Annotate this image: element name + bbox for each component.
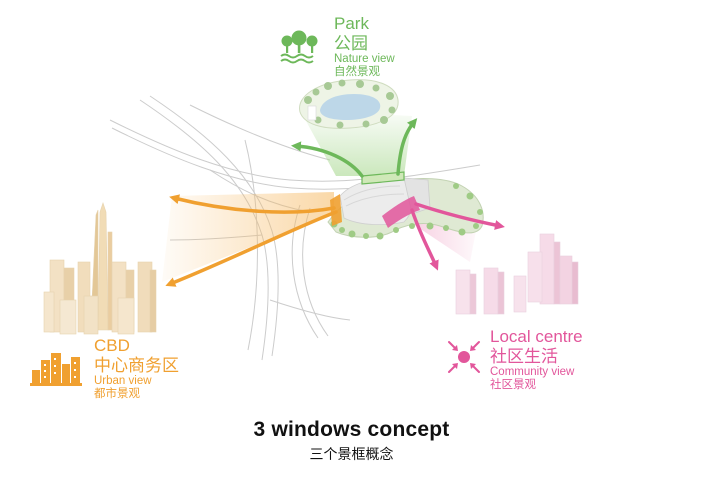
nature-view-arrows: [291, 118, 418, 178]
tree-icon: [280, 30, 318, 64]
local-centre-label: Local centre 社区生活 Community view 社区景观: [490, 327, 583, 393]
local-title-cn: 社区生活: [490, 346, 558, 366]
park-label: Park 公园 Nature view 自然景观: [334, 14, 395, 80]
cbd-label: CBD 中心商务区 Urban view 都市景观: [94, 336, 179, 402]
cbd-towers: [43, 202, 157, 335]
cbd-view-cn: 都市景观: [94, 388, 140, 401]
park-view-en: Nature view: [334, 53, 395, 66]
diagram-caption: 3 windows concept 三个景框概念: [0, 418, 703, 464]
community-arrows-icon: [448, 341, 480, 373]
caption-title-cn: 三个景框概念: [309, 446, 394, 462]
central-site: [327, 171, 484, 240]
local-title-en: Local centre: [490, 327, 583, 346]
local-view-en: Community view: [490, 366, 575, 379]
park-title-cn: 公园: [334, 33, 368, 53]
park-pond: [299, 79, 399, 129]
skyline-icon: [30, 353, 82, 386]
park-view-cn: 自然景观: [334, 66, 380, 79]
local-view-cn: 社区景观: [490, 379, 536, 392]
cbd-title-en: CBD: [94, 336, 130, 355]
cbd-view-en: Urban view: [94, 375, 152, 388]
community-view-arrows: [410, 202, 505, 271]
cbd-title-cn: 中心商务区: [94, 355, 179, 375]
urban-view-arrows: [165, 194, 338, 287]
local-centre-buildings: [455, 233, 579, 315]
park-title-en: Park: [334, 14, 369, 33]
caption-title-en: 3 windows concept: [253, 418, 450, 441]
